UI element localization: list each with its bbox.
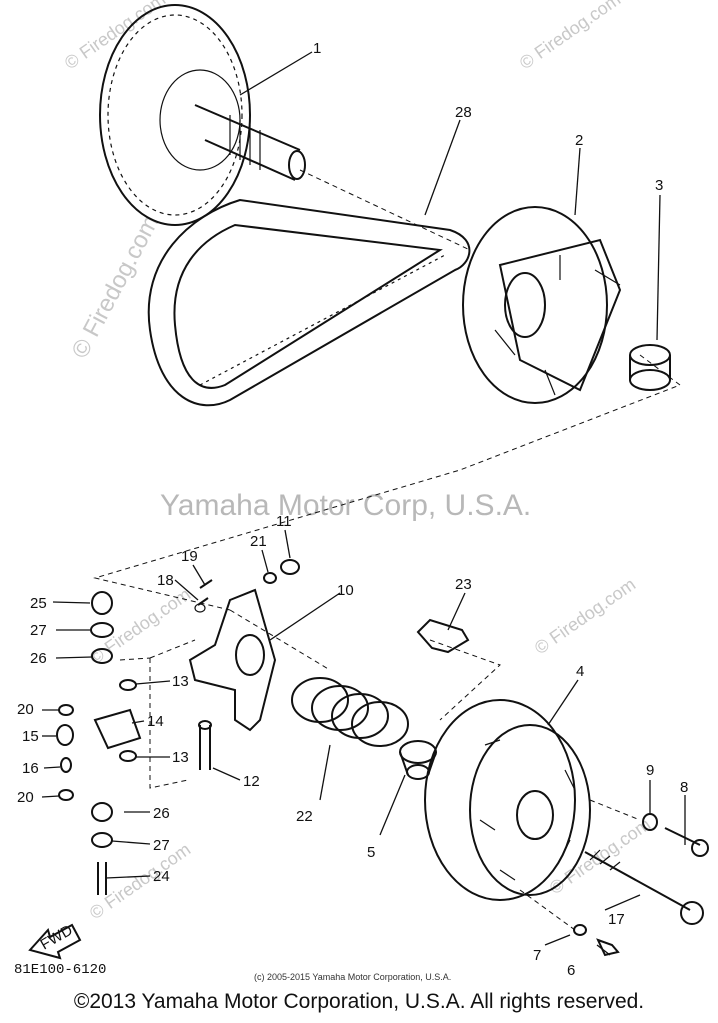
callout-28: 28	[455, 104, 472, 121]
callout-26a: 26	[30, 650, 47, 667]
callout-22: 22	[296, 808, 313, 825]
lower-left-watermark: © Firedog.com	[86, 839, 194, 923]
fwd-arrow: FWD	[28, 922, 82, 960]
callout-1: 1	[313, 40, 321, 57]
bushing-3	[629, 344, 671, 391]
weight-23	[416, 618, 470, 654]
callout-20a: 20	[17, 701, 34, 718]
callout-27b: 27	[153, 837, 170, 854]
left-bracket-lines	[119, 639, 196, 789]
callout-15: 15	[22, 728, 39, 745]
callout-18: 18	[157, 572, 174, 589]
secondary-fixed-sheave	[462, 206, 622, 404]
callout-21: 21	[250, 533, 267, 550]
diagram-code: 81E100-6120	[14, 962, 107, 978]
callout-13b: 13	[172, 749, 189, 766]
callout-13a: 13	[172, 673, 189, 690]
callout-24: 24	[153, 868, 170, 885]
callout-10: 10	[337, 582, 354, 599]
spring-22	[291, 677, 409, 747]
callout-17: 17	[608, 911, 625, 928]
callout-11: 11	[276, 513, 292, 530]
right-mid-watermark: © Firedog.com	[531, 574, 639, 658]
movable-sheave	[424, 699, 591, 901]
small-parts-top	[194, 559, 300, 613]
callouts: 1 2 3 4 5 6 7 8 9 10 11 12 13 13 14 15 1…	[17, 40, 688, 979]
footer-copyright: ©2013 Yamaha Motor Corporation, U.S.A. A…	[73, 990, 645, 1013]
callout-25: 25	[30, 595, 47, 612]
callout-23: 23	[455, 576, 472, 593]
lower-assembly-line	[429, 639, 641, 931]
top-watermark: © Firedog.com	[61, 0, 169, 73]
callout-7: 7	[533, 947, 541, 964]
small-copyright: (c) 2005-2015 Yamaha Motor Corporation, …	[254, 972, 452, 982]
callout-14: 14	[147, 713, 164, 730]
center-watermark: Yamaha Motor Corp, U.S.A.	[160, 489, 531, 522]
callout-8: 8	[680, 779, 688, 796]
callout-16: 16	[22, 760, 39, 777]
callout-4: 4	[576, 663, 584, 680]
upper-assembly-line	[93, 169, 682, 671]
callout-5: 5	[367, 844, 375, 861]
left-stack	[56, 591, 212, 895]
left-mid-watermark: © Firedog.com	[86, 584, 194, 668]
callout-20b: 20	[17, 789, 34, 806]
primary-sheave	[99, 4, 306, 226]
leader-lines	[41, 51, 686, 956]
callout-19: 19	[181, 548, 198, 565]
callout-6: 6	[567, 962, 575, 979]
spider-cam	[188, 588, 277, 732]
callout-3: 3	[655, 177, 663, 194]
callout-9: 9	[646, 762, 654, 779]
top-right-watermark: © Firedog.com	[516, 0, 624, 73]
callout-2: 2	[575, 132, 583, 149]
callout-27a: 27	[30, 622, 47, 639]
drive-belt	[147, 198, 471, 407]
callout-12: 12	[243, 773, 260, 790]
left-watermark: © Firedog.com	[66, 211, 164, 363]
callout-26b: 26	[153, 805, 170, 822]
